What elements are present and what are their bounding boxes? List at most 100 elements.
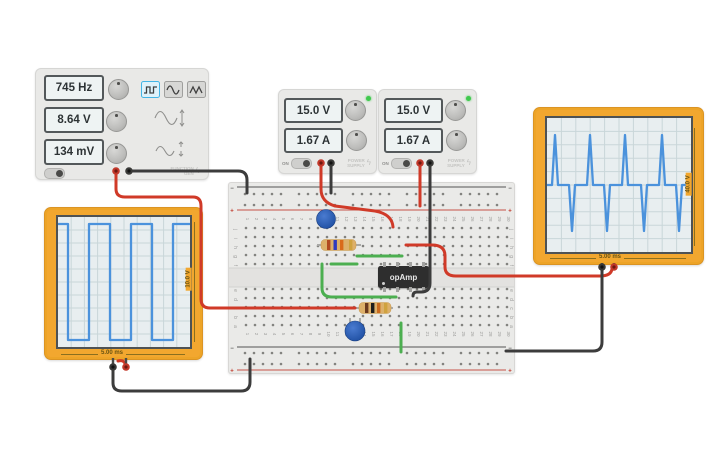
svg-text:3: 3 <box>263 333 268 336</box>
sine-wave-icon <box>166 84 180 95</box>
svg-text:f: f <box>232 265 238 267</box>
fg-frequency-display[interactable]: 745 Hz <box>44 75 104 101</box>
svg-text:13: 13 <box>353 331 358 337</box>
svg-text:a: a <box>508 325 514 328</box>
ps2-voltage-knob[interactable] <box>445 100 466 121</box>
svg-text:9: 9 <box>317 218 322 221</box>
svg-text:c: c <box>508 307 514 310</box>
svg-text:16: 16 <box>380 216 385 222</box>
svg-text:e: e <box>232 289 238 292</box>
svg-text:4: 4 <box>272 333 277 336</box>
svg-text:24: 24 <box>452 331 457 337</box>
ps2-on-label: ON <box>382 161 389 166</box>
svg-text:h: h <box>232 246 238 249</box>
wire-scope2-ground-to-bottom-rail[interactable] <box>504 268 604 353</box>
svg-text:+: + <box>230 369 234 374</box>
fg-mode-triangle-button[interactable] <box>187 81 206 98</box>
chip-pin <box>409 262 412 267</box>
function-generator[interactable]: 745 Hz 8.64 V 134 mV <box>35 68 209 180</box>
svg-text:21: 21 <box>425 216 430 222</box>
lightning-icon: ϟ <box>195 166 200 176</box>
opamp-chip[interactable]: opAmp <box>378 262 429 292</box>
power-supply-2[interactable]: 15.0 V 1.67 A ON POWER SUPPLY ϟ <box>378 89 477 174</box>
svg-text:28: 28 <box>488 216 493 222</box>
ps2-current-display[interactable]: 1.67 A <box>384 128 443 153</box>
chip-pin <box>422 287 425 292</box>
svg-text:e: e <box>508 289 514 292</box>
scope1-volt-label: 10.0 V <box>185 267 192 291</box>
opamp-label: opAmp <box>389 272 418 282</box>
oscilloscope-right[interactable]: 5.00 ms 40.0 V <box>533 107 704 265</box>
scope2-time-label: 5.00 ms <box>596 254 625 260</box>
svg-text:12: 12 <box>344 216 349 222</box>
ps1-power-toggle[interactable] <box>291 158 312 169</box>
fg-offset-display[interactable]: 134 mV <box>44 139 104 165</box>
svg-text:i: i <box>232 238 238 239</box>
svg-text:j: j <box>232 228 238 230</box>
fg-mode-sine-button[interactable] <box>164 81 183 98</box>
fg-mode-square-button[interactable] <box>141 81 160 98</box>
scope1-volt-axis-line <box>194 222 195 342</box>
svg-text:1: 1 <box>245 218 250 221</box>
svg-text:d: d <box>508 298 514 301</box>
scope1-screen <box>56 215 192 349</box>
ps2-power-led <box>466 96 471 101</box>
square-wave-trace <box>58 222 190 342</box>
svg-text:20: 20 <box>416 216 421 222</box>
amplitude-diagram-icon <box>154 109 185 127</box>
svg-text:f: f <box>508 265 514 267</box>
chip-pin <box>383 287 386 292</box>
ps2-voltage-display[interactable]: 15.0 V <box>384 98 443 123</box>
ps1-current-display[interactable]: 1.67 A <box>284 128 343 153</box>
breadboard-grid: −−−−++++11223344556677889910101111121213… <box>229 186 514 375</box>
svg-text:8: 8 <box>308 218 313 221</box>
svg-text:g: g <box>508 255 514 258</box>
svg-text:a: a <box>232 325 238 328</box>
svg-text:8: 8 <box>308 333 313 336</box>
svg-text:14: 14 <box>362 216 367 222</box>
svg-text:22: 22 <box>434 216 439 222</box>
svg-text:6: 6 <box>290 333 295 336</box>
scope1-red-terminal[interactable] <box>122 363 130 371</box>
scope1-black-terminal[interactable] <box>109 363 117 371</box>
svg-text:18: 18 <box>398 216 403 222</box>
ps2-current-knob[interactable] <box>446 130 467 151</box>
lightning-icon: ϟ <box>466 158 471 168</box>
power-supply-1[interactable]: 15.0 V 1.67 A ON POWER SUPPLY ϟ <box>278 89 377 174</box>
svg-text:20: 20 <box>416 331 421 337</box>
fg-power-toggle[interactable] <box>44 168 65 179</box>
svg-text:13: 13 <box>353 216 358 222</box>
scope2-volt-axis-line <box>694 128 695 246</box>
offset-diagram-icon <box>155 141 184 157</box>
svg-text:30: 30 <box>506 331 511 337</box>
ps1-current-knob[interactable] <box>346 130 367 151</box>
svg-text:30: 30 <box>506 216 511 222</box>
fg-offset-knob[interactable] <box>106 143 127 164</box>
chip-pin <box>396 262 399 267</box>
svg-text:−: − <box>508 186 512 192</box>
svg-text:b: b <box>508 316 514 319</box>
svg-text:2: 2 <box>254 333 259 336</box>
svg-text:12: 12 <box>344 331 349 337</box>
ps1-voltage-display[interactable]: 15.0 V <box>284 98 343 123</box>
svg-text:29: 29 <box>497 331 502 337</box>
svg-text:27: 27 <box>479 331 484 337</box>
svg-text:7: 7 <box>299 333 304 336</box>
ps1-voltage-knob[interactable] <box>345 100 366 121</box>
wire-scope1-probe-stub[interactable] <box>116 359 128 369</box>
svg-text:15: 15 <box>371 216 376 222</box>
ps1-on-label: ON <box>282 161 289 166</box>
fg-frequency-knob[interactable] <box>108 79 129 100</box>
svg-text:28: 28 <box>488 331 493 337</box>
svg-text:6: 6 <box>290 218 295 221</box>
fg-amplitude-display[interactable]: 8.64 V <box>44 107 104 133</box>
ps2-power-toggle[interactable] <box>391 158 412 169</box>
svg-text:5: 5 <box>281 218 286 221</box>
svg-text:c: c <box>232 307 238 310</box>
svg-text:b: b <box>232 316 238 319</box>
fg-amplitude-knob[interactable] <box>106 111 127 132</box>
svg-text:−: − <box>230 186 234 192</box>
oscilloscope-left[interactable]: 5.00 ms 10.0 V <box>44 207 203 360</box>
